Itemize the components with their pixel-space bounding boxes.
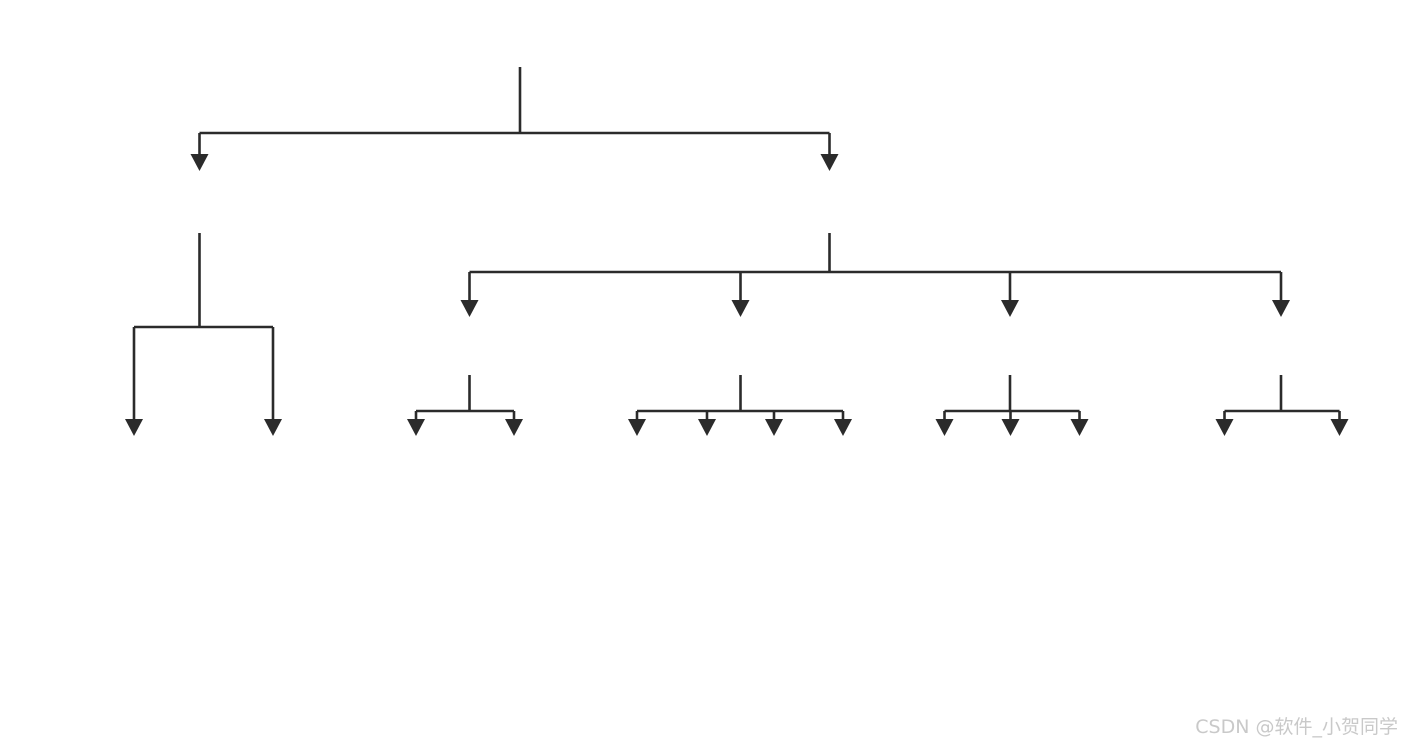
arrow-head-icon	[834, 419, 852, 436]
arrow-head-icon	[935, 419, 954, 436]
arrow-head-icon	[1070, 419, 1089, 436]
arrow-head-icon	[1215, 419, 1234, 436]
connector-edges	[125, 67, 1349, 436]
arrow-head-icon	[407, 419, 425, 436]
arrow-head-icon	[505, 419, 523, 436]
arrow-head-icon	[820, 154, 839, 171]
arrow-head-icon	[765, 419, 783, 436]
arrow-head-icon	[460, 300, 479, 317]
arrow-head-icon	[628, 419, 646, 436]
arrow-head-icon	[731, 300, 750, 317]
arrow-head-icon	[1272, 300, 1290, 317]
arrow-head-icon	[1001, 300, 1019, 317]
arrow-head-icon	[264, 419, 282, 436]
arrow-head-icon	[1330, 419, 1349, 436]
arrow-head-icon	[190, 154, 209, 171]
csdn-watermark: CSDN @软件_小贺同学	[1195, 716, 1398, 738]
arrow-head-icon	[125, 419, 143, 436]
arrow-head-icon	[1001, 419, 1020, 436]
arrow-head-icon	[698, 419, 716, 436]
